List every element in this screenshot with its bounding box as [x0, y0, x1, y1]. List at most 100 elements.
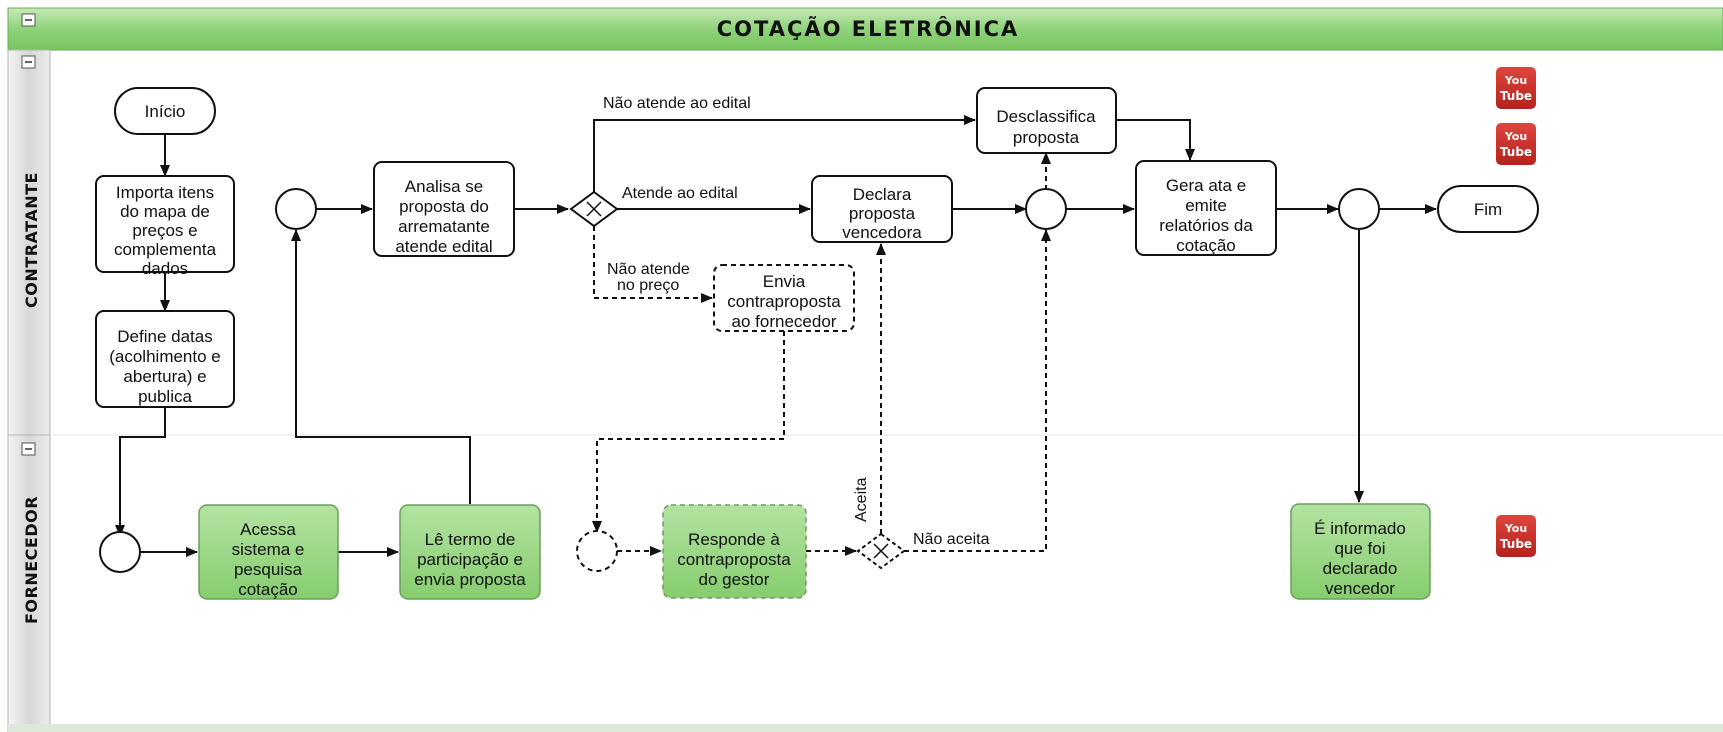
label-line: que foi: [1334, 539, 1385, 558]
edge-nao-atende-preco: [593, 226, 713, 303]
contraproposta-start-event: [576, 530, 618, 572]
pool-footer: [8, 724, 1723, 732]
desclassifica-label: Desclassifica proposta: [996, 107, 1096, 147]
join-event: [1025, 188, 1067, 230]
merge-event: [275, 188, 317, 230]
lane-fornecedor-label: FORNECEDOR: [22, 496, 41, 624]
label-line: do mapa de: [120, 202, 210, 221]
label-line: vencedor: [1325, 579, 1395, 598]
edge-label-nao-aceita: Não aceita: [913, 531, 990, 548]
label-line: emite: [1185, 196, 1227, 215]
exclusive-gateway-aceita: [856, 532, 906, 570]
label-line: ao fornecedor: [732, 312, 837, 331]
label-line: declarado: [1323, 559, 1398, 578]
edge-define-start: [115, 407, 166, 537]
label-line: pesquisa: [234, 560, 303, 579]
inicio-label: Início: [145, 102, 186, 121]
label-line: Acessa: [240, 520, 296, 539]
label-line: participação e: [417, 550, 523, 569]
label-line: Define datas: [117, 327, 212, 346]
label-line: proposta do: [399, 197, 489, 216]
lane-contratante-header: [7, 49, 51, 436]
fim-label: Fim: [1474, 200, 1502, 219]
svg-text:You: You: [1504, 74, 1527, 87]
label-line: complementa: [114, 240, 217, 259]
pool-header: [7, 7, 1723, 51]
end-event-fim: Fim: [1437, 185, 1539, 233]
lane-contratante-label: CONTRATANTE: [22, 172, 41, 308]
label-line: publica: [138, 387, 192, 406]
label-line: atende edital: [395, 237, 492, 256]
label-line: vencedora: [842, 223, 922, 242]
edge-label-aceita: Aceita: [853, 477, 870, 522]
youtube-icon[interactable]: You Tube: [1496, 67, 1536, 109]
label-line: cotação: [238, 580, 298, 599]
label-line: Declara: [853, 185, 912, 204]
edge-nao-aceita: [904, 229, 1051, 552]
svg-text:Tube: Tube: [1500, 89, 1532, 103]
label-line: (acolhimento e: [109, 347, 221, 366]
edge-label-nao-atende-preco-2: no preço: [617, 277, 679, 294]
edge-label-nao-atende-edital: Não atende ao edital: [603, 95, 751, 112]
label-line: Lê termo de: [425, 530, 516, 549]
edge-le-merge: [291, 229, 471, 504]
minus-box-icon[interactable]: [21, 442, 36, 456]
label-line: relatórios da: [1159, 216, 1253, 235]
label-line: Analisa se: [405, 177, 483, 196]
label-line: Envia: [763, 272, 806, 291]
label-line: proposta: [849, 204, 916, 223]
minus-box-icon[interactable]: [21, 13, 36, 27]
label-line: Gera ata e: [1166, 176, 1246, 195]
label-line: sistema e: [232, 540, 305, 559]
edge-desclassifica-gera: [1116, 119, 1195, 161]
svg-text:You: You: [1504, 522, 1527, 535]
edge-envia-responde-start: [592, 331, 785, 533]
minus-box-icon[interactable]: [21, 55, 36, 69]
pool-title: COTAÇÃO ELETRÔNICA: [717, 16, 1020, 41]
youtube-icon[interactable]: You Tube: [1496, 515, 1536, 557]
label-line: preços e: [132, 221, 197, 240]
label-line: dados: [142, 259, 188, 278]
start-event-inicio: Início: [114, 87, 216, 135]
youtube-icon[interactable]: You Tube: [1496, 123, 1536, 165]
label-line: É informado: [1314, 519, 1406, 538]
label-line: arrematante: [398, 217, 490, 236]
label-line: do gestor: [699, 570, 770, 589]
label-line: Desclassifica: [996, 107, 1096, 126]
edge-label-atende-edital: Atende ao edital: [622, 185, 738, 202]
label-line: abertura) e: [123, 367, 206, 386]
label-line: Responde à: [688, 530, 780, 549]
edge-nao-atende-edital: [593, 115, 976, 192]
label-line: contraproposta: [677, 550, 791, 569]
label-line: proposta: [1013, 128, 1080, 147]
label-line: contraproposta: [727, 292, 841, 311]
label-line: cotação: [1176, 236, 1236, 255]
svg-text:You: You: [1504, 130, 1527, 143]
label-line: envia proposta: [414, 570, 526, 589]
label-line: Importa itens: [116, 183, 214, 202]
edge-label-nao-atende-preco-1: Não atende: [607, 261, 690, 278]
fornecedor-start-event: [99, 531, 141, 573]
split-event: [1338, 188, 1380, 230]
svg-text:Tube: Tube: [1500, 537, 1532, 551]
